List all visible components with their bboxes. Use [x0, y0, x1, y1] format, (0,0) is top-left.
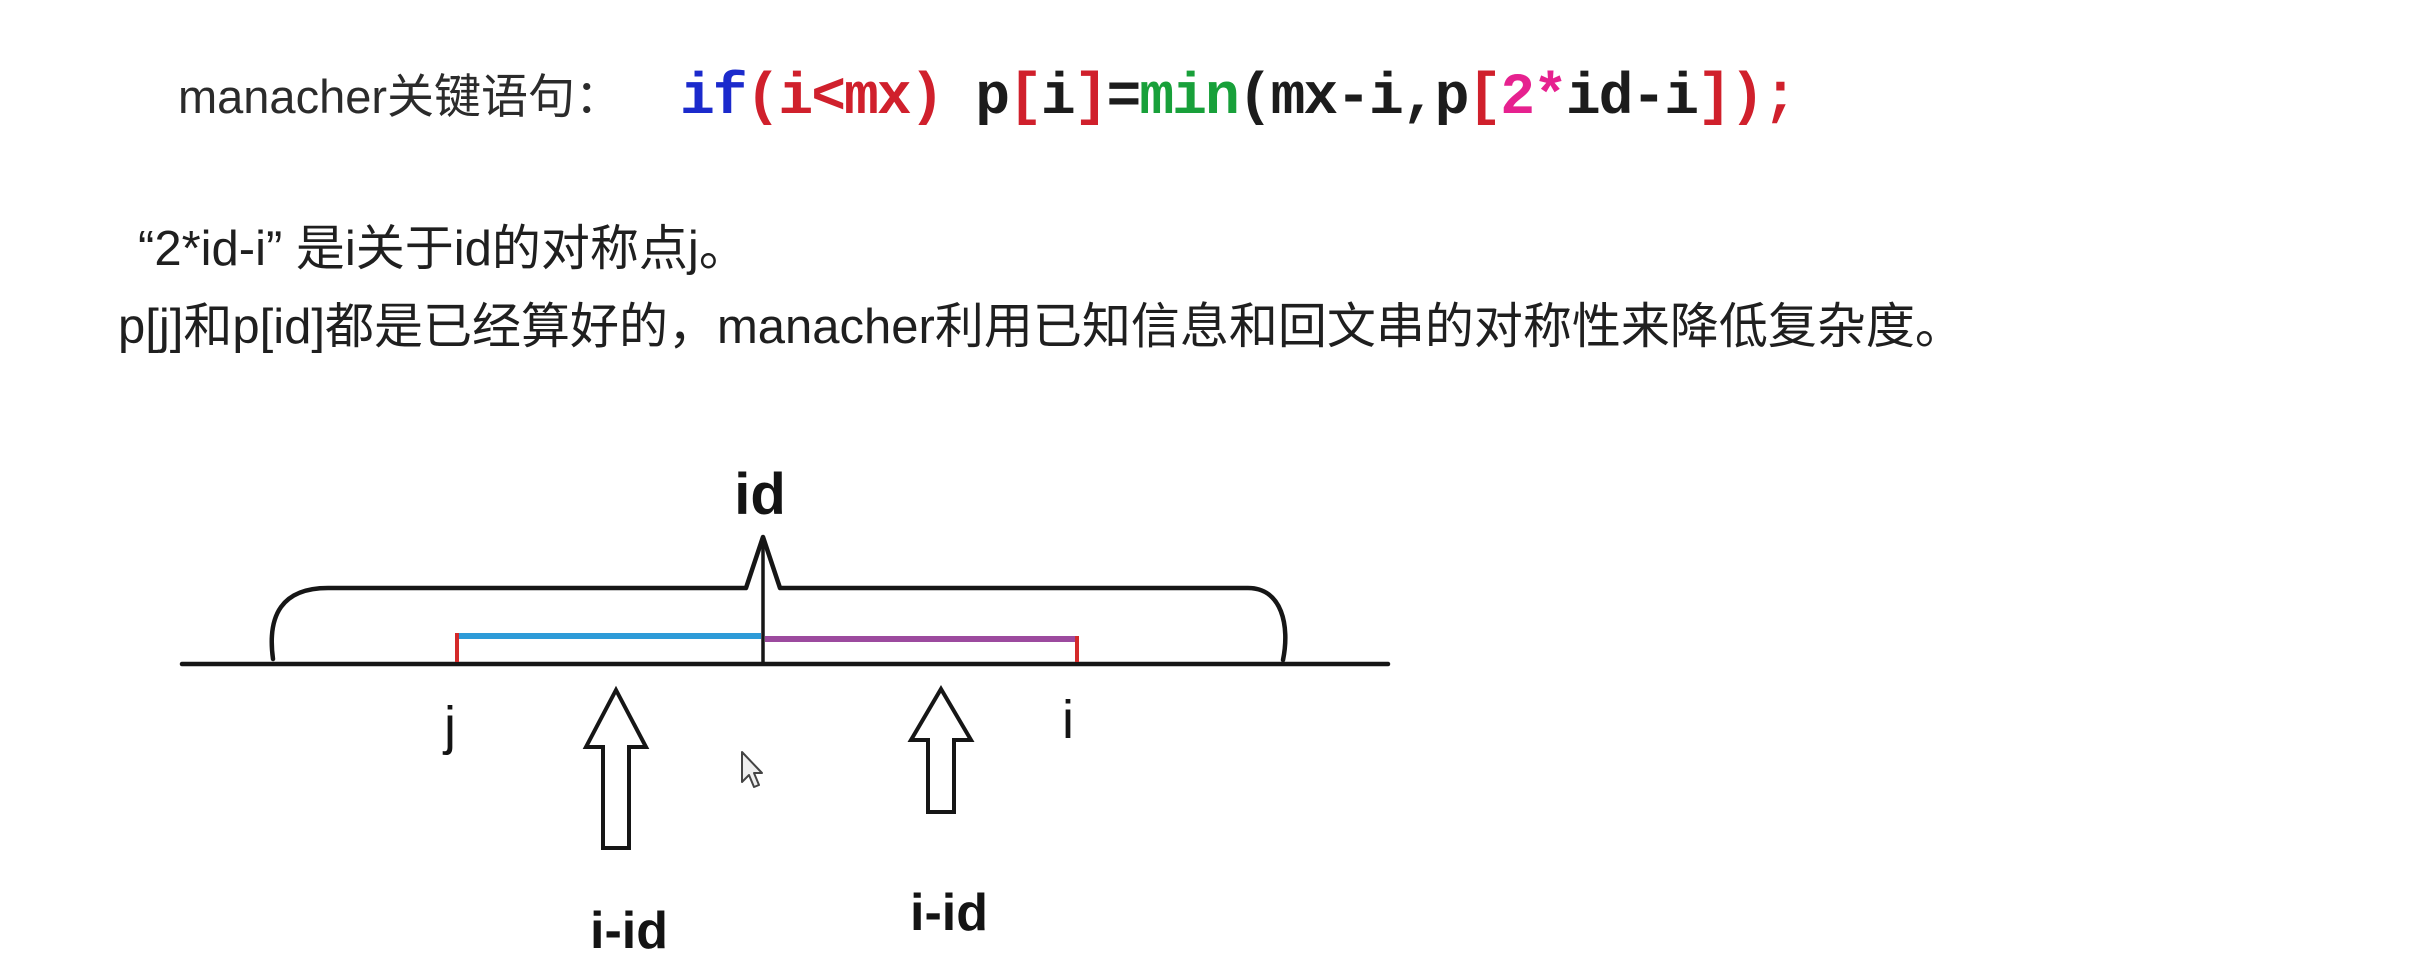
offset-label-left: i-id [590, 902, 668, 960]
j-label: j [442, 696, 456, 756]
code-segment: 2* [1500, 66, 1568, 131]
code-segment: ]); [1697, 66, 1797, 131]
code-line: if(i<mx) p[i]=min(mx-i,p[2*id-i]); [680, 66, 1798, 131]
up-arrow-right-icon [907, 685, 975, 814]
code-segment: = [1106, 66, 1142, 131]
i-label: i [1062, 690, 1074, 750]
code-segment: p [942, 66, 1010, 131]
header-line: manacher关键语句： if(i<mx) p[i]=min(mx-i,p[2… [178, 58, 1798, 131]
code-segment: ] [1073, 66, 1109, 131]
manacher-diagram: id j i i-id i-id [179, 462, 1391, 960]
code-segment: i [1040, 66, 1076, 131]
code-segment: id-i [1565, 66, 1699, 131]
palindrome-brace-shape [269, 534, 1288, 663]
code-segment: (i<mx) [745, 66, 945, 131]
mouse-cursor-icon [741, 751, 763, 788]
code-segment: if [680, 66, 748, 131]
explanation-line-2: p[j]和p[id]都是已经算好的，manacher利用已知信息和回文串的对称性… [118, 300, 1964, 354]
explanation-line-1: “2*id-i” 是i关于id的对称点j。 [138, 222, 748, 276]
explanation: “2*id-i” 是i关于id的对称点j。 p[j]和p[id]都是已经算好的，… [118, 210, 1964, 366]
code-segment: (mx-i,p [1237, 66, 1470, 131]
offset-label-right: i-id [910, 884, 988, 942]
header-label: manacher关键语句： [178, 70, 622, 123]
up-arrow-left-icon [582, 685, 650, 850]
code-segment: [ [1008, 66, 1043, 131]
code-segment: min [1139, 66, 1239, 131]
id-label: id [734, 462, 786, 527]
code-segment: [ [1467, 66, 1502, 131]
